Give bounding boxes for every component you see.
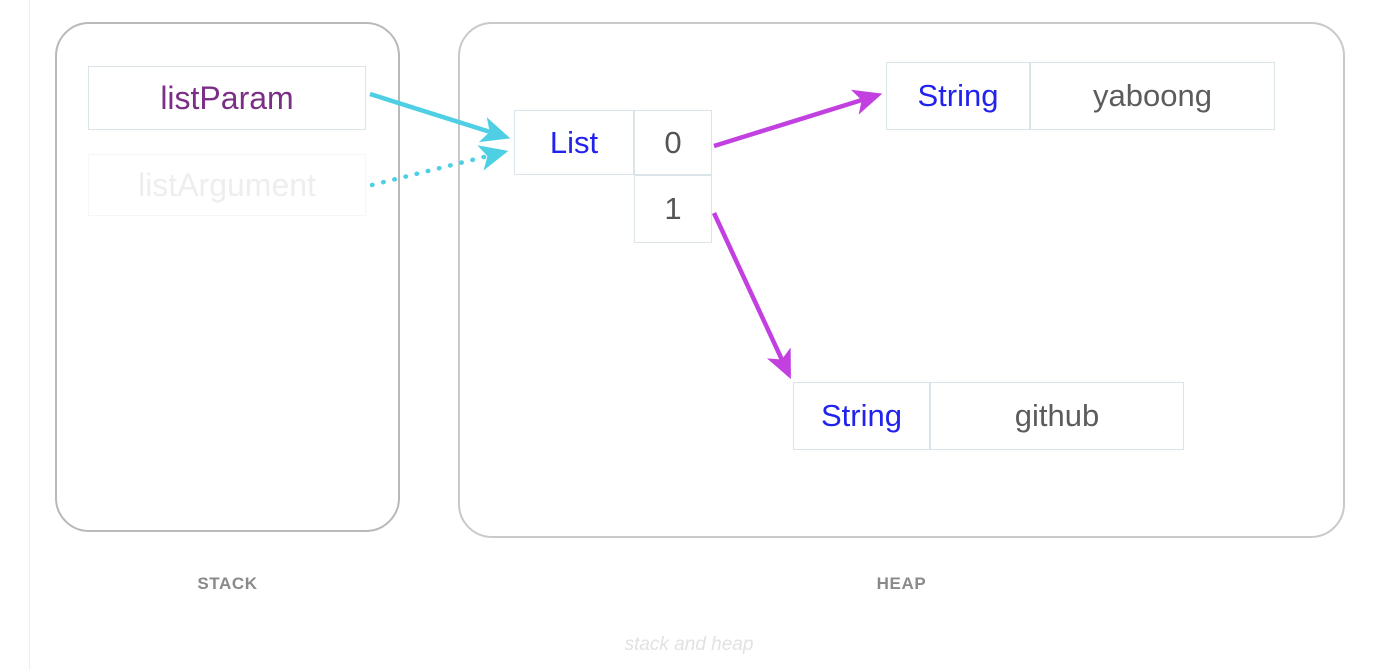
heap-string-0-value-label: yaboong <box>1093 78 1212 113</box>
heap-list-index-0-cell[interactable]: 0 <box>634 110 712 175</box>
heap-list-index-0-label: 0 <box>664 124 682 160</box>
heap-string-1-value-cell[interactable]: github <box>930 382 1184 450</box>
stack-variable-listargument-label: listArgument <box>138 166 316 203</box>
heap-list-type-label: List <box>549 124 599 160</box>
heap-string-1-type-label: String <box>821 398 902 433</box>
heap-region-label: HEAP <box>876 574 927 593</box>
stack-variable-listparam[interactable]: listParam <box>88 66 366 130</box>
heap-string-1-value-label: github <box>1014 398 1100 433</box>
heap-string-0-value-cell[interactable]: yaboong <box>1030 62 1275 130</box>
stack-variable-listargument[interactable]: listArgument <box>88 154 366 216</box>
page-margin-rule <box>29 0 30 670</box>
stack-region-label: STACK <box>197 574 258 593</box>
heap-string-1-type-cell[interactable]: String <box>793 382 930 450</box>
heap-list-index-1-label: 1 <box>664 191 682 226</box>
stack-region <box>55 22 400 532</box>
heap-list-index-1-cell[interactable]: 1 <box>634 175 712 243</box>
stack-variable-listparam-label: listParam <box>160 79 294 116</box>
heap-string-0-type-cell[interactable]: String <box>886 62 1030 130</box>
heap-string-0-type-label: String <box>917 78 999 113</box>
heap-region <box>458 22 1345 538</box>
figure-caption: stack and heap <box>624 634 754 655</box>
heap-list-type-cell[interactable]: List <box>514 110 634 175</box>
